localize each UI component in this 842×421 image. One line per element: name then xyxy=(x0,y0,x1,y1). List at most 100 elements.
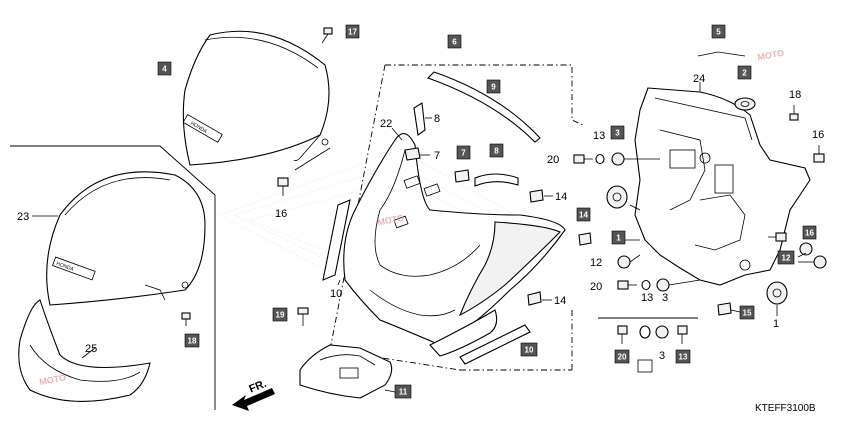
left-panel-frame xyxy=(10,145,216,410)
svg-text:3: 3 xyxy=(615,129,620,138)
ref-10: 10 xyxy=(330,288,342,300)
ref-box-6[interactable]: 6 xyxy=(447,34,462,49)
ref-box-12[interactable]: 12 xyxy=(777,250,795,265)
ref-1-lower: 1 xyxy=(773,318,779,330)
ref-24: 24 xyxy=(693,73,705,85)
svg-text:18: 18 xyxy=(188,337,197,346)
stay-assembly xyxy=(634,51,811,286)
svg-text:5: 5 xyxy=(716,28,721,37)
ref-13-lower: 13 xyxy=(641,292,653,304)
svg-text:MOTO: MOTO xyxy=(377,213,405,228)
ref-box-20[interactable]: 20 xyxy=(614,349,630,364)
nut-12b xyxy=(797,242,827,269)
lower-strip xyxy=(459,324,531,365)
ref-16-right: 16 xyxy=(812,129,824,141)
clip-7a xyxy=(404,147,430,161)
ref-14-lower: 14 xyxy=(554,295,566,307)
screw-17 xyxy=(321,27,333,44)
ref-box-3[interactable]: 3 xyxy=(610,125,625,140)
upper-strip xyxy=(426,71,541,143)
clip-14b xyxy=(527,291,552,306)
ref-box-19[interactable]: 19 xyxy=(272,307,288,322)
ref-box-13[interactable]: 13 xyxy=(675,349,691,364)
svg-text:8: 8 xyxy=(494,147,499,156)
ref-25: 25 xyxy=(85,343,97,355)
lower-fairing-panel xyxy=(429,309,498,357)
svg-text:12: 12 xyxy=(782,254,791,263)
ref-box-9[interactable]: 9 xyxy=(486,79,501,94)
ref-box-15[interactable]: 15 xyxy=(739,305,755,320)
ref-3-lower: 3 xyxy=(662,292,668,304)
grommet-2 xyxy=(734,97,756,111)
ref-box-1[interactable]: 1 xyxy=(611,230,626,245)
screw-18a xyxy=(181,312,191,326)
ref-12-left: 12 xyxy=(590,257,602,269)
ref-22: 22 xyxy=(380,118,392,130)
ref-23: 23 xyxy=(17,211,29,223)
ref-7: 7 xyxy=(434,150,440,162)
front-direction-arrow: FR. xyxy=(232,378,275,411)
svg-text:10: 10 xyxy=(525,346,534,355)
clip-7b xyxy=(454,169,470,183)
ref-18-right: 18 xyxy=(789,89,801,101)
ref-20-upper: 20 xyxy=(547,154,559,166)
ref-box-18[interactable]: 18 xyxy=(184,333,200,348)
fastener-legend-frame xyxy=(598,317,698,373)
bolt-set-upper xyxy=(573,152,660,166)
svg-text:MOTO: MOTO xyxy=(757,48,785,63)
svg-text:7: 7 xyxy=(461,149,466,158)
ref-box-5[interactable]: 5 xyxy=(711,24,726,39)
svg-text:13: 13 xyxy=(679,353,688,362)
ref-box-11[interactable]: 11 xyxy=(394,384,412,399)
pad-middle xyxy=(474,173,519,187)
ref-20-lower: 20 xyxy=(590,281,602,293)
svg-text:17: 17 xyxy=(348,28,357,37)
ref-box-8[interactable]: 8 xyxy=(489,143,504,158)
pad-upper xyxy=(413,102,432,136)
grommet-1a xyxy=(606,185,641,211)
ref-box-17[interactable]: 17 xyxy=(345,24,360,39)
ref-box-4[interactable]: 4 xyxy=(157,61,172,76)
ref-16-left: 16 xyxy=(275,208,287,220)
bolt-16b xyxy=(768,145,825,242)
svg-text:20: 20 xyxy=(618,353,627,362)
grommet-1b xyxy=(766,281,788,316)
clip-14a xyxy=(529,189,553,203)
windscreen-lower: HONDA xyxy=(32,171,206,306)
ref-13-upper: 13 xyxy=(593,130,605,142)
svg-text:19: 19 xyxy=(276,311,285,320)
svg-text:15: 15 xyxy=(743,309,752,318)
watermark-1: MOTO xyxy=(757,48,785,63)
front-cowl xyxy=(343,127,566,346)
svg-text:1: 1 xyxy=(616,234,621,243)
diagram-code: KTEFF3100B xyxy=(755,403,816,414)
screw-19 xyxy=(297,307,309,326)
svg-text:6: 6 xyxy=(452,38,457,47)
ref-3-legend: 3 xyxy=(659,350,665,362)
ref-box-7[interactable]: 7 xyxy=(456,145,471,160)
windscreen-upper: HONDA xyxy=(182,30,331,171)
clip-15 xyxy=(717,302,741,316)
ref-box-10[interactable]: 10 xyxy=(520,342,538,357)
ref-14-upper: 14 xyxy=(555,191,567,203)
bracket-11 xyxy=(299,344,396,399)
watermark-2: MOTO xyxy=(377,213,405,228)
screw-18b xyxy=(789,105,799,121)
ref-box-16[interactable]: 16 xyxy=(802,225,817,240)
ref-8: 8 xyxy=(434,113,440,125)
svg-text:9: 9 xyxy=(491,83,496,92)
ref-box-2[interactable]: 2 xyxy=(737,65,752,80)
side-strip-left xyxy=(322,199,351,286)
lower-cover-trim xyxy=(18,299,151,402)
bolt-set-lower xyxy=(617,278,701,292)
screw-16a xyxy=(277,177,289,196)
svg-text:4: 4 xyxy=(162,65,167,74)
watermark-3: MOTO xyxy=(39,372,67,387)
svg-text:2: 2 xyxy=(742,69,747,78)
svg-text:MOTO: MOTO xyxy=(39,372,67,387)
svg-text:16: 16 xyxy=(805,229,814,238)
ref-box-14[interactable]: 14 xyxy=(576,207,591,222)
clip-14c xyxy=(578,232,592,246)
svg-text:11: 11 xyxy=(399,388,408,397)
